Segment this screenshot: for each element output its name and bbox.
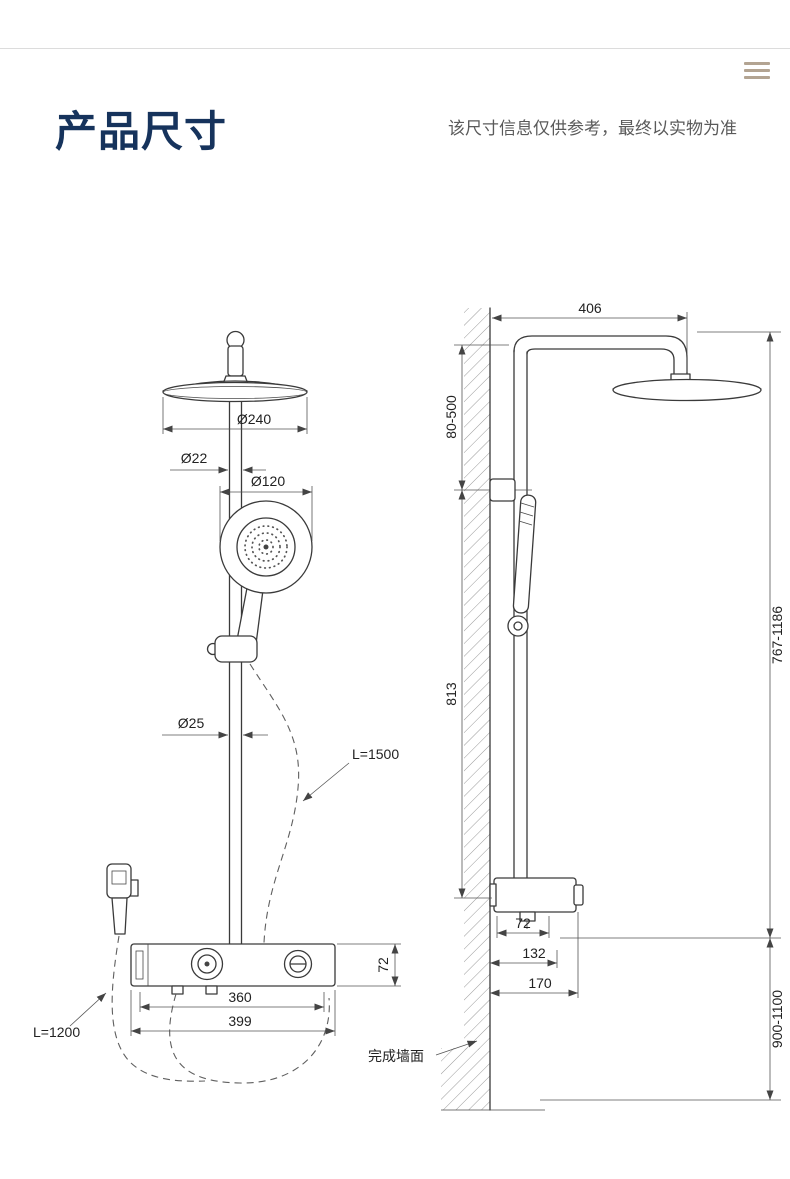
shower-hoses xyxy=(111,663,330,1084)
side-dimensions: 406 80-500 813 767-1186 900-1100 72 xyxy=(368,300,785,1101)
label-spray-hose-length: L=1200 xyxy=(33,1024,80,1040)
hand-shower-side xyxy=(507,494,537,637)
hand-shower xyxy=(206,500,313,663)
wall-hatch xyxy=(441,307,545,1111)
overhead-shower xyxy=(162,330,308,403)
label-shower-hose-length: L=1500 xyxy=(352,746,399,762)
overhead-shower-side xyxy=(612,378,762,402)
disclaimer-text: 该尺寸信息仅供参考，最终以实物为准 xyxy=(448,119,737,138)
dim-panel-depth: 170 xyxy=(528,975,552,991)
dim-panel-height: 72 xyxy=(375,957,391,973)
dim-head-diameter: Ø240 xyxy=(237,411,271,427)
front-dimensions: Ø240 Ø22 Ø120 Ø25 L=1500 72 xyxy=(33,397,401,1040)
dim-panel-inner-depth: 132 xyxy=(522,945,546,961)
menu-bar xyxy=(744,62,770,65)
dim-installation-height-range: 900-1100 xyxy=(769,990,785,1048)
dim-slide-bar-diameter: Ø22 xyxy=(181,450,208,466)
dim-panel-inner-width: 360 xyxy=(228,989,252,1005)
front-view: Ø240 Ø22 Ø120 Ø25 L=1500 72 xyxy=(33,330,401,1084)
dim-outlet-offset: 72 xyxy=(515,915,531,931)
hamburger-menu-icon[interactable] xyxy=(744,62,770,83)
dim-arm-reach: 406 xyxy=(578,300,602,316)
menu-bar xyxy=(744,69,770,72)
control-panel xyxy=(130,943,336,995)
dim-panel-width: 399 xyxy=(228,1013,252,1029)
right-knob xyxy=(283,949,313,979)
wall-bracket xyxy=(489,478,516,502)
riser-pipe xyxy=(228,400,243,945)
slider-bracket xyxy=(214,635,258,663)
dim-hand-shower-diameter: Ø120 xyxy=(251,473,285,489)
dim-slide-bar-height: 813 xyxy=(443,682,459,706)
dim-riser-diameter: Ø25 xyxy=(178,715,205,731)
dim-head-height-range: 80-500 xyxy=(443,395,459,439)
side-view: 406 80-500 813 767-1186 900-1100 72 xyxy=(368,300,785,1111)
spray-gun xyxy=(106,863,139,935)
menu-bar xyxy=(744,76,770,79)
side-riser xyxy=(513,335,762,879)
top-divider xyxy=(0,48,790,49)
label-finished-wall: 完成墙面 xyxy=(368,1048,424,1064)
control-panel-side xyxy=(489,877,584,929)
dim-riser-height-range: 767-1186 xyxy=(769,606,785,664)
left-knob xyxy=(190,947,224,981)
page-title: 产品尺寸 xyxy=(55,108,228,155)
